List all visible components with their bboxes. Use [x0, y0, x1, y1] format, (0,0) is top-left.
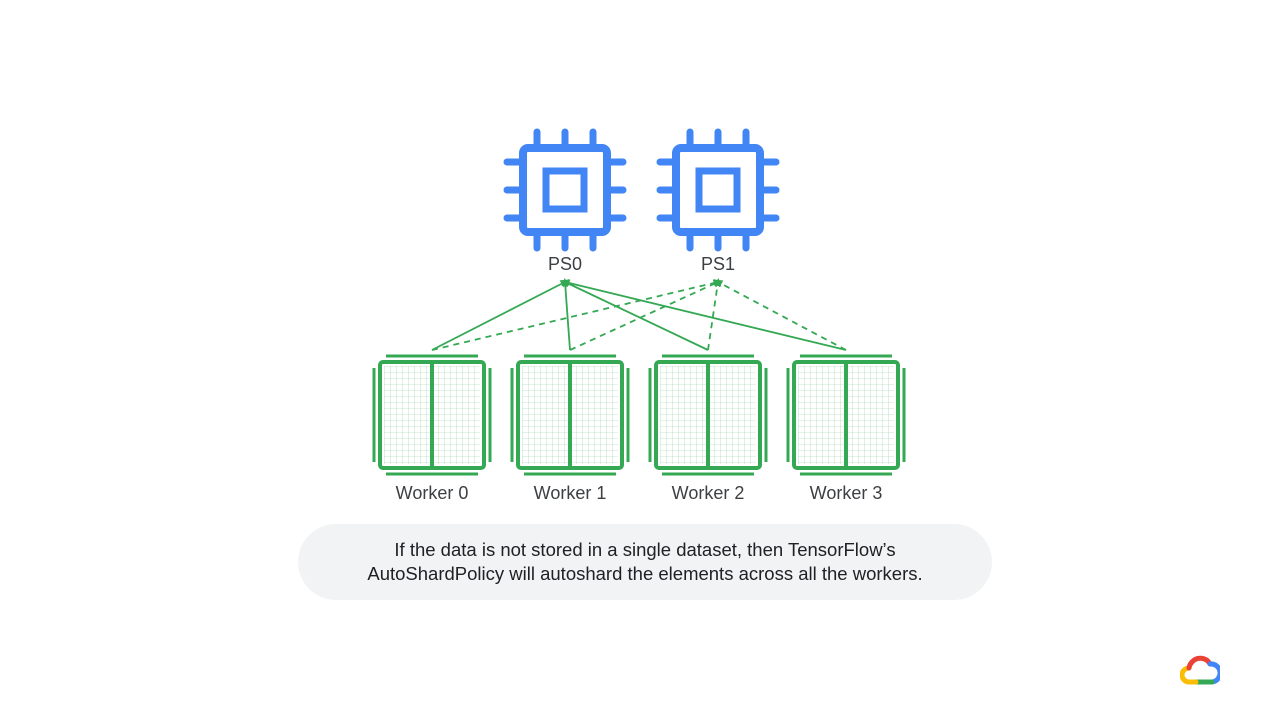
connection-worker-1-to-ps1 [569, 280, 722, 351]
caption-line-2: AutoShardPolicy will autoshard the eleme… [367, 563, 923, 584]
connection-worker-0-to-ps0 [431, 280, 569, 351]
parameter-server-diagram: PS0 PS1 Worker 0 Worker 1 Worker 2 Worker 3 [372, 128, 906, 503]
chip-icon [656, 128, 780, 252]
accelerator-icon [510, 354, 630, 476]
worker-label: Worker 0 [396, 483, 469, 503]
connections [431, 278, 847, 351]
parameter-servers: PS0 PS1 [503, 128, 780, 274]
connection-worker-1-to-ps0 [561, 278, 571, 351]
server-label: PS0 [548, 254, 582, 274]
connection-worker-3-to-ps1 [714, 280, 847, 351]
connection-worker-2-to-ps1 [707, 278, 722, 351]
chip-icon [503, 128, 627, 252]
caption-box: If the data is not stored in a single da… [298, 524, 992, 600]
accelerator-icon [372, 354, 492, 476]
google-cloud-logo-icon [1180, 655, 1220, 685]
caption-line-1: If the data is not stored in a single da… [394, 539, 896, 560]
server-ps0: PS0 [503, 128, 627, 274]
worker-label: Worker 1 [534, 483, 607, 503]
accelerator-icon [786, 354, 906, 476]
worker-worker-0: Worker 0 [372, 354, 492, 503]
connection-worker-0-to-ps1 [431, 279, 722, 351]
server-ps1: PS1 [656, 128, 780, 274]
worker-worker-1: Worker 1 [510, 354, 630, 503]
worker-worker-2: Worker 2 [648, 354, 768, 503]
worker-worker-3: Worker 3 [786, 354, 906, 503]
connection-worker-3-to-ps0 [561, 279, 847, 351]
workers: Worker 0 Worker 1 Worker 2 Worker 3 [372, 354, 906, 503]
caption-text: If the data is not stored in a single da… [367, 538, 922, 586]
worker-label: Worker 2 [672, 483, 745, 503]
accelerator-icon [648, 354, 768, 476]
connection-worker-2-to-ps0 [561, 280, 709, 351]
server-label: PS1 [701, 254, 735, 274]
worker-label: Worker 3 [810, 483, 883, 503]
